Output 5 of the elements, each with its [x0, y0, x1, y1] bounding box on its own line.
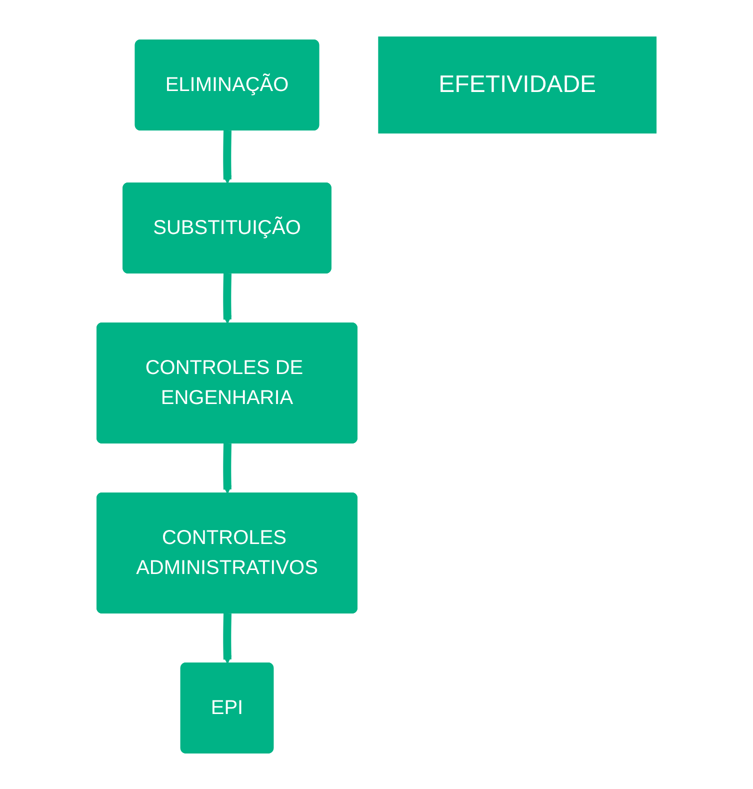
arrow [222, 130, 232, 184]
arrow [222, 612, 232, 664]
node-box: EFETIVIDADE [378, 36, 657, 133]
arrow [222, 442, 232, 494]
arrow [222, 272, 232, 324]
